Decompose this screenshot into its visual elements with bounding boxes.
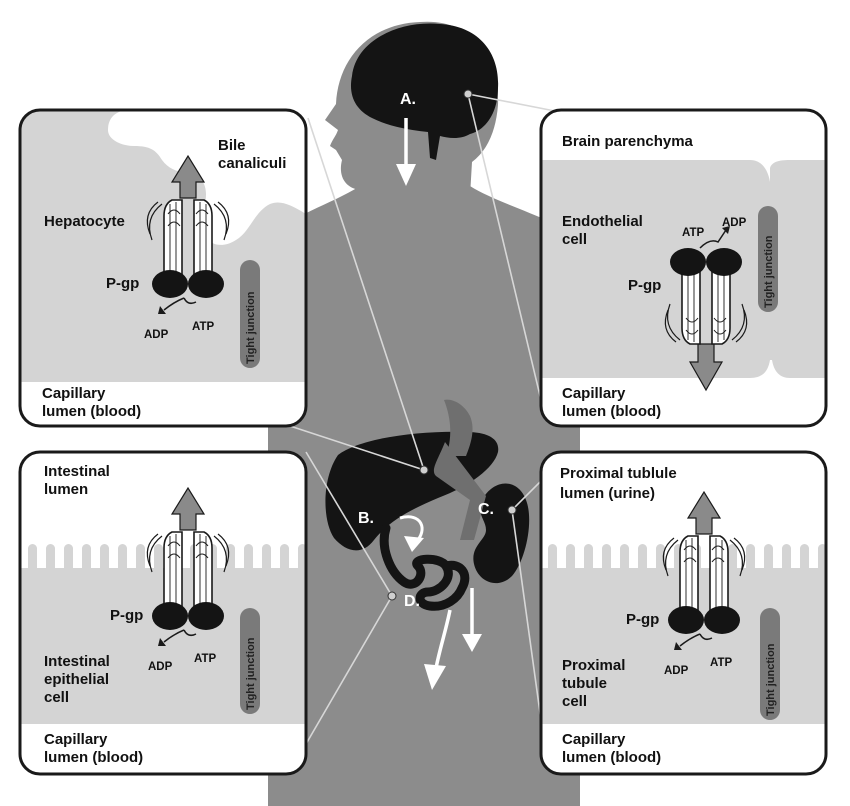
flow-arrows (396, 118, 482, 690)
liver-top-line1: Bile (218, 137, 246, 154)
intestine-bottom-line2: lumen (blood) (44, 749, 143, 766)
brain-adp-label: ADP (722, 217, 747, 229)
tight-junction-label: Tight junction (245, 637, 257, 710)
intestine-bottom-line1: Capillary (44, 731, 108, 748)
brain-pgp-label: P-gp (628, 277, 661, 294)
tight-junction-liver (240, 260, 260, 368)
kidney-cell-line2: tubule (562, 675, 607, 692)
intestine-pgp-label: P-gp (110, 607, 143, 624)
liver-top-line2: canaliculi (218, 155, 286, 172)
tight-junction-brain (758, 206, 778, 312)
brain-bottom-line1: Capillary (562, 385, 626, 402)
kidney-atp-label: ATP (710, 657, 732, 669)
intestine-top-line2: lumen (44, 481, 88, 498)
leader-lines (289, 93, 571, 745)
kidney-bottom-line1: Capillary (562, 731, 626, 748)
pgp-transporter-liver (146, 154, 230, 314)
panel-brain: Tight junction Brain parenchyma Endothel… (539, 108, 828, 428)
tight-junction-label: Tight junction (763, 235, 775, 308)
leader-dots (387, 89, 517, 601)
panel-intestine: Tight junction Intestinal lumen P-gp ADP… (18, 450, 308, 776)
brain-cell-line1: Endothelial (562, 213, 643, 230)
intestine-cell-line1: Intestinal (44, 653, 110, 670)
kidney-adp-label: ADP (664, 665, 689, 677)
tight-junction-intestine (240, 608, 260, 714)
liver-adp-label: ADP (144, 329, 169, 341)
pgp-transporter-brain (664, 226, 748, 392)
liver-cell-label: Hepatocyte (44, 213, 125, 230)
kidney-top-line2: lumen (urine) (560, 485, 655, 502)
kidney-cell-line1: Proximal (562, 657, 625, 674)
tight-junction-label: Tight junction (245, 291, 257, 364)
intestine (379, 523, 470, 611)
pgp-transporter-kidney (662, 490, 746, 650)
liver-atp-label: ATP (192, 321, 214, 333)
liver-bottom-line1: Capillary (42, 385, 106, 402)
brain-bottom-line2: lumen (blood) (562, 403, 661, 420)
panel-kidney: Tight junction Proximal tublule lumen (u… (539, 450, 828, 776)
brain-atp-label: ATP (682, 227, 704, 239)
pgp-transporter-intestine (146, 486, 230, 646)
intestine-cell-line2: epithelial (44, 671, 109, 688)
kidney-top-line1: Proximal tublule (560, 465, 677, 482)
kidney-bottom-line2: lumen (blood) (562, 749, 661, 766)
brain (350, 23, 499, 160)
brain-top-label: Brain parenchyma (562, 133, 694, 150)
intestine-top-line1: Intestinal (44, 463, 110, 480)
tight-junction-label: Tight junction (765, 643, 777, 716)
liver-bottom-line2: lumen (blood) (42, 403, 141, 420)
tight-junction-kidney (760, 608, 780, 720)
brain-cell-line2: cell (562, 231, 587, 248)
liver-pgp-label: P-gp (106, 275, 139, 292)
intestine-cell-line3: cell (44, 689, 69, 706)
marker-c: C. (478, 501, 494, 518)
stomach (444, 399, 473, 456)
intestine-atp-label: ATP (194, 653, 216, 665)
marker-a: A. (400, 91, 416, 108)
marker-b: B. (358, 510, 374, 527)
marker-d: D. (404, 593, 420, 610)
panel-liver: Tight junction Bile canaliculi Hepatocyt… (18, 108, 308, 428)
intestine-adp-label: ADP (148, 661, 173, 673)
kidney-cell-line3: cell (562, 693, 587, 710)
kidney-pgp-label: P-gp (626, 611, 659, 628)
